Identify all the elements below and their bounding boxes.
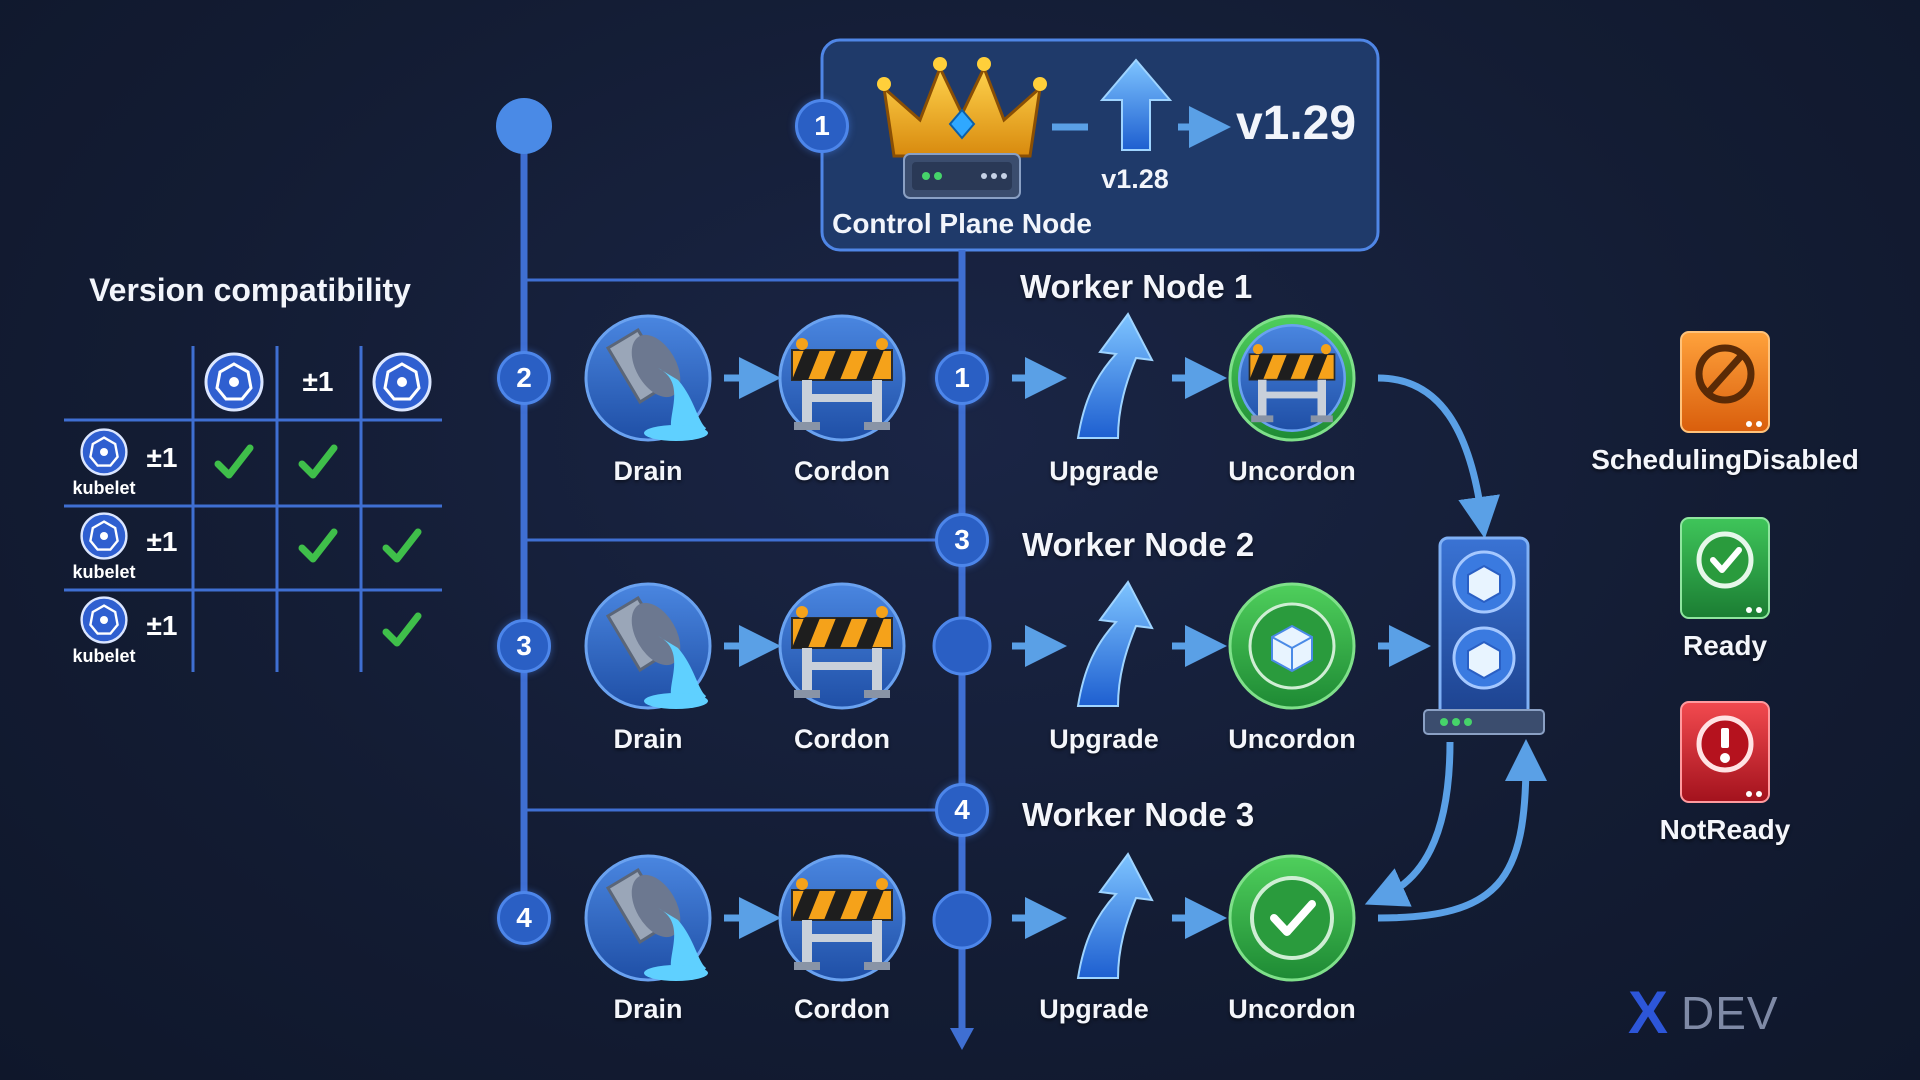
step-badge: 2 xyxy=(497,351,551,405)
upgrade-icon xyxy=(1077,313,1153,439)
check-icon xyxy=(214,444,254,479)
drain-icon xyxy=(584,582,712,711)
step-arrows xyxy=(724,357,1431,939)
scheduling-disabled-icon xyxy=(1680,331,1770,433)
worker-badge: 3 xyxy=(935,513,989,567)
worker-badge: 1 xyxy=(935,351,989,405)
worker-title: Worker Node 3 xyxy=(1022,796,1255,833)
compat-row-value: ±1 xyxy=(146,526,178,557)
brand-mark: X xyxy=(1628,979,1670,1046)
kubernetes-icon xyxy=(80,596,128,644)
step-label-upgrade: Upgrade xyxy=(1039,994,1149,1024)
step-label-upgrade: Upgrade xyxy=(1049,456,1159,486)
compat-row-value: ±1 xyxy=(146,442,178,473)
compat-row-label: kubelet xyxy=(72,478,136,498)
check-icon xyxy=(298,444,338,479)
step-label-cordon: Cordon xyxy=(794,994,890,1024)
crown-icon xyxy=(877,57,1047,158)
step-badge: 3 xyxy=(497,619,551,673)
step-label-drain: Drain xyxy=(613,724,683,754)
step-badge: 4 xyxy=(497,891,551,945)
cordon-icon xyxy=(778,854,906,982)
version-up-arrow-icon xyxy=(1099,58,1173,151)
check-icon xyxy=(382,612,422,647)
worker-title: Worker Node 1 xyxy=(1020,268,1253,305)
check-icon xyxy=(382,528,422,563)
worker-row-2-icons xyxy=(584,581,1356,711)
uncordon-icon xyxy=(1228,854,1356,982)
step-label-uncordon: Uncordon xyxy=(1228,994,1356,1024)
compat-header-mid: ±1 xyxy=(302,366,334,397)
upgrade-icon xyxy=(1077,853,1153,979)
drain-icon xyxy=(584,854,712,983)
drain-icon xyxy=(584,314,712,443)
compat-row-label: kubelet xyxy=(72,562,136,582)
not-ready-icon xyxy=(1680,701,1770,803)
step-label-uncordon: Uncordon xyxy=(1228,724,1356,754)
step-label-uncordon: Uncordon xyxy=(1228,456,1356,486)
step-label-upgrade: Upgrade xyxy=(1049,724,1159,754)
step-label-drain: Drain xyxy=(613,994,683,1024)
compat-grid xyxy=(64,346,442,672)
cordon-icon xyxy=(778,314,906,442)
timeline-start-dot xyxy=(496,98,552,154)
step-badge: 1 xyxy=(795,99,849,153)
kubernetes-icon xyxy=(80,428,128,476)
worker-row-3-icons xyxy=(584,853,1356,983)
step-label-cordon: Cordon xyxy=(794,456,890,486)
step-label-drain: Drain xyxy=(613,456,683,486)
uncordon-icon xyxy=(1228,582,1356,710)
kubernetes-icon xyxy=(80,512,128,560)
legend-label: SchedulingDisabled xyxy=(1591,444,1859,475)
upgrade-icon xyxy=(1077,581,1153,707)
brand-text: DEV xyxy=(1681,987,1779,1039)
compat-title: Version compatibility xyxy=(89,272,411,308)
cordon-icon xyxy=(778,582,906,710)
compat-row-label: kubelet xyxy=(72,646,136,666)
cluster-server-icon xyxy=(1423,536,1545,735)
check-icon xyxy=(298,528,338,563)
step-label-cordon: Cordon xyxy=(794,724,890,754)
control-plane-server-icon xyxy=(903,153,1021,199)
control-plane-label: Control Plane Node xyxy=(832,208,1092,239)
kubernetes-icon xyxy=(372,352,432,412)
legend-label: Ready xyxy=(1682,630,1768,661)
ready-icon xyxy=(1680,517,1770,619)
to-version: v1.29 xyxy=(1235,97,1357,150)
compat-row-value: ±1 xyxy=(146,610,178,641)
from-version: v1.28 xyxy=(1101,164,1169,194)
curve-arrows xyxy=(1364,374,1547,922)
worker-row-1-icons xyxy=(584,313,1356,443)
worker-title: Worker Node 2 xyxy=(1022,526,1255,563)
legend-label: NotReady xyxy=(1659,814,1791,845)
uncordon-icon xyxy=(1228,314,1356,442)
kubernetes-icon xyxy=(204,352,264,412)
worker-badge: 4 xyxy=(935,783,989,837)
